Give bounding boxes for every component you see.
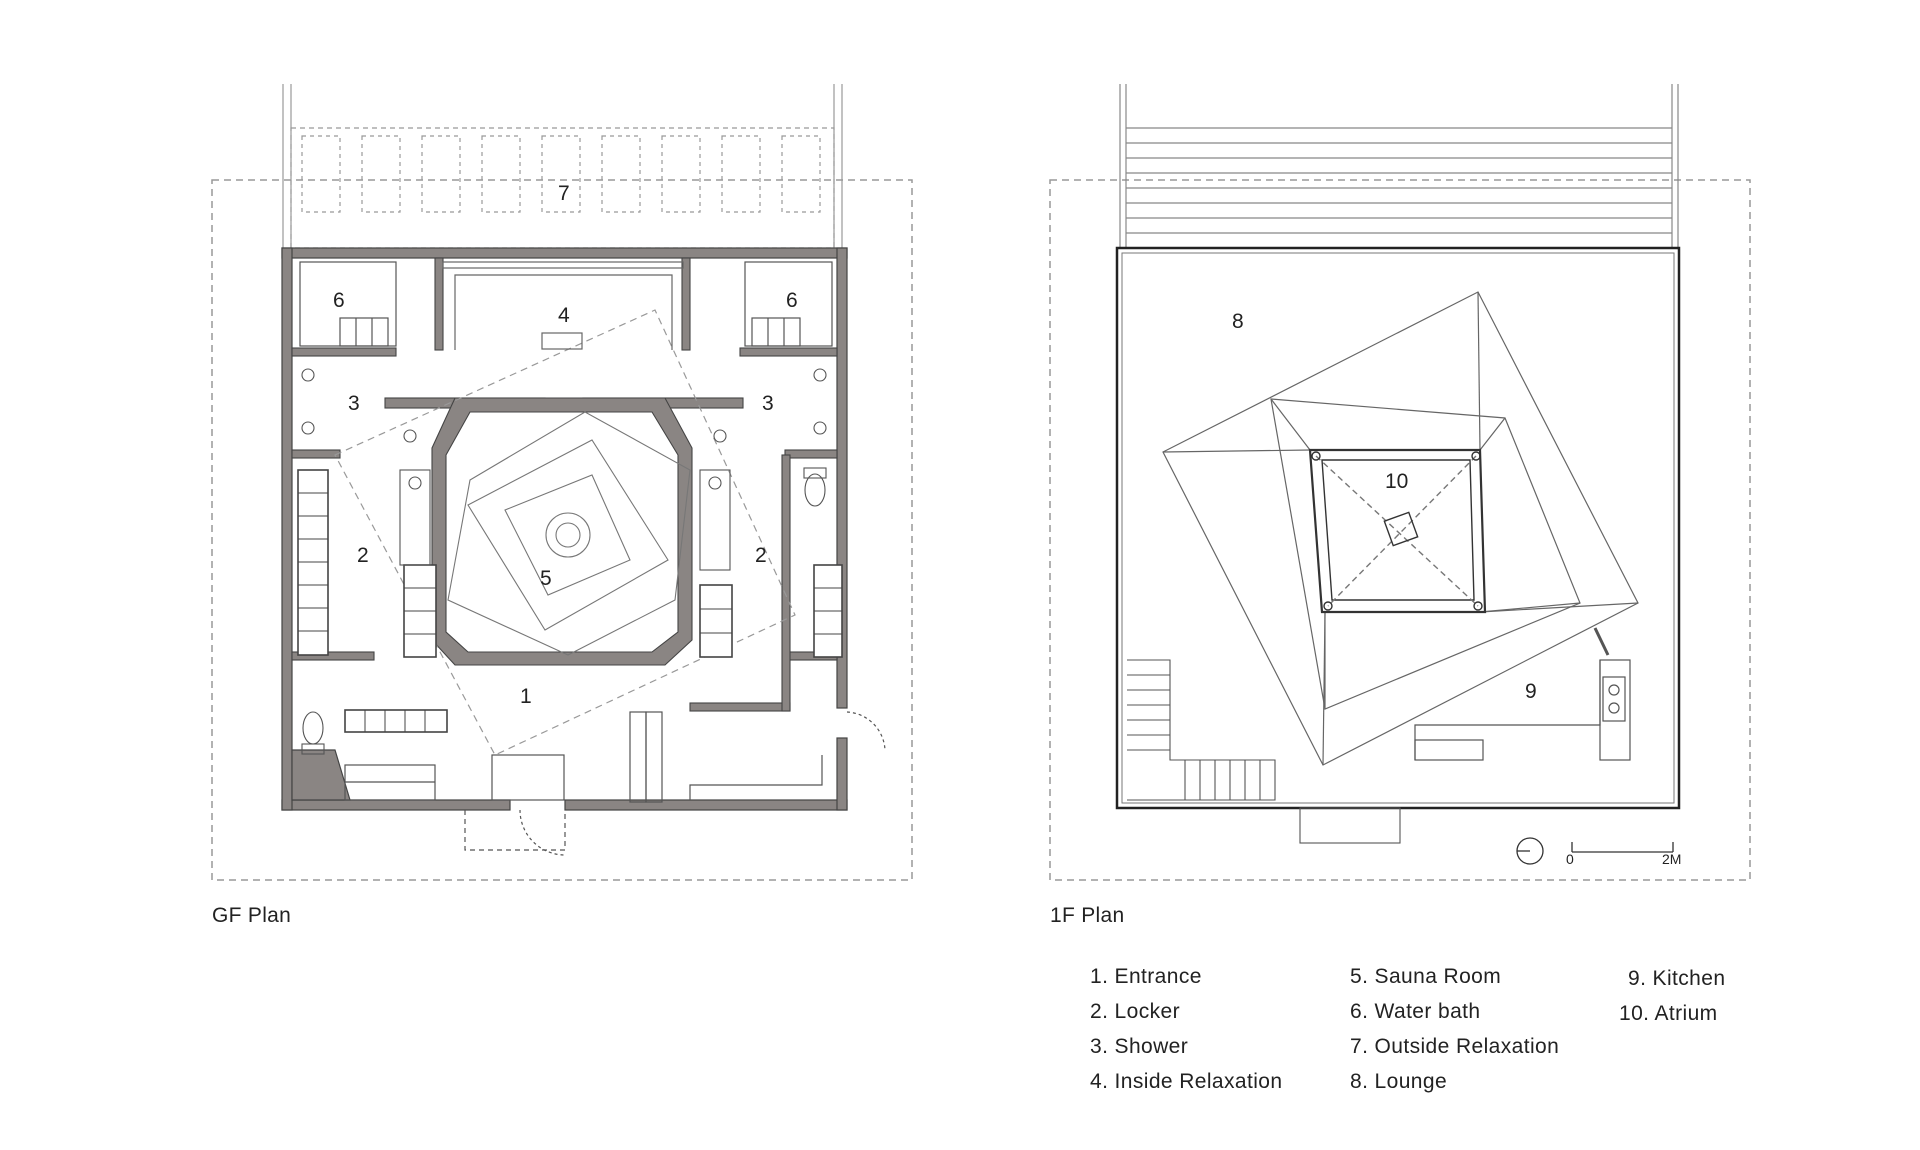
f1-scale-start-label: 0 <box>1566 851 1574 867</box>
f1-atrium <box>1308 448 1487 614</box>
gf-locker-divisions <box>298 492 842 732</box>
legend-item-2: 2. Locker <box>1090 1000 1180 1023</box>
gf-inside-relaxation <box>442 261 684 350</box>
gf-plan-caption: GF Plan <box>212 904 292 927</box>
gf-label-4: 4 <box>558 304 570 327</box>
gf-label-2-right: 2 <box>755 544 767 567</box>
f1-label-9: 9 <box>1525 680 1537 703</box>
legend-item-1: 1. Entrance <box>1090 965 1202 988</box>
gf-sauna-benches <box>447 411 691 656</box>
gf-site-boundary <box>211 179 913 881</box>
legend-item-8: 8. Lounge <box>1350 1070 1448 1093</box>
f1-site-boundary <box>1049 179 1751 881</box>
f1-deck <box>1119 84 1679 248</box>
gf-locker-cabinets <box>297 469 843 733</box>
legend-item-7: 7. Outside Relaxation <box>1350 1035 1560 1058</box>
gf-label-3-left: 3 <box>348 392 360 415</box>
gf-water-baths <box>299 261 833 347</box>
gf-fixtures <box>301 368 827 755</box>
f1-roof <box>1162 291 1639 766</box>
f1-label-10: 10 <box>1385 470 1408 493</box>
gf-label-1: 1 <box>520 685 532 708</box>
gf-roof-outline-dashed <box>334 309 796 756</box>
legend-item-9: 9. Kitchen <box>1628 967 1726 990</box>
legend-item-6: 6. Water bath <box>1350 1000 1481 1023</box>
f1-kitchen <box>1414 627 1631 761</box>
legend-item-5: 5. Sauna Room <box>1350 965 1502 988</box>
gf-outer-walls <box>281 247 848 811</box>
f1-label-8: 8 <box>1232 310 1244 333</box>
legend-item-10: 10. Atrium <box>1619 1002 1718 1025</box>
gf-label-5: 5 <box>540 567 552 590</box>
f1-plan-caption: 1F Plan <box>1050 904 1125 927</box>
gf-label-6-right: 6 <box>786 289 798 312</box>
legend-item-4: 4. Inside Relaxation <box>1090 1070 1283 1093</box>
legend-item-3: 3. Shower <box>1090 1035 1189 1058</box>
gf-entrance <box>344 711 886 856</box>
f1-scale-bar <box>1516 837 1674 865</box>
gf-label-3-right: 3 <box>762 392 774 415</box>
f1-floor-inner <box>1121 252 1675 804</box>
gf-label-2-left: 2 <box>357 544 369 567</box>
gf-label-6-left: 6 <box>333 289 345 312</box>
gf-outside-deck <box>282 84 843 249</box>
f1-scale-end-label: 2M <box>1662 851 1681 867</box>
gf-label-7: 7 <box>558 182 570 205</box>
gf-sauna-walls <box>431 397 693 666</box>
f1-stairs <box>1127 659 1401 844</box>
